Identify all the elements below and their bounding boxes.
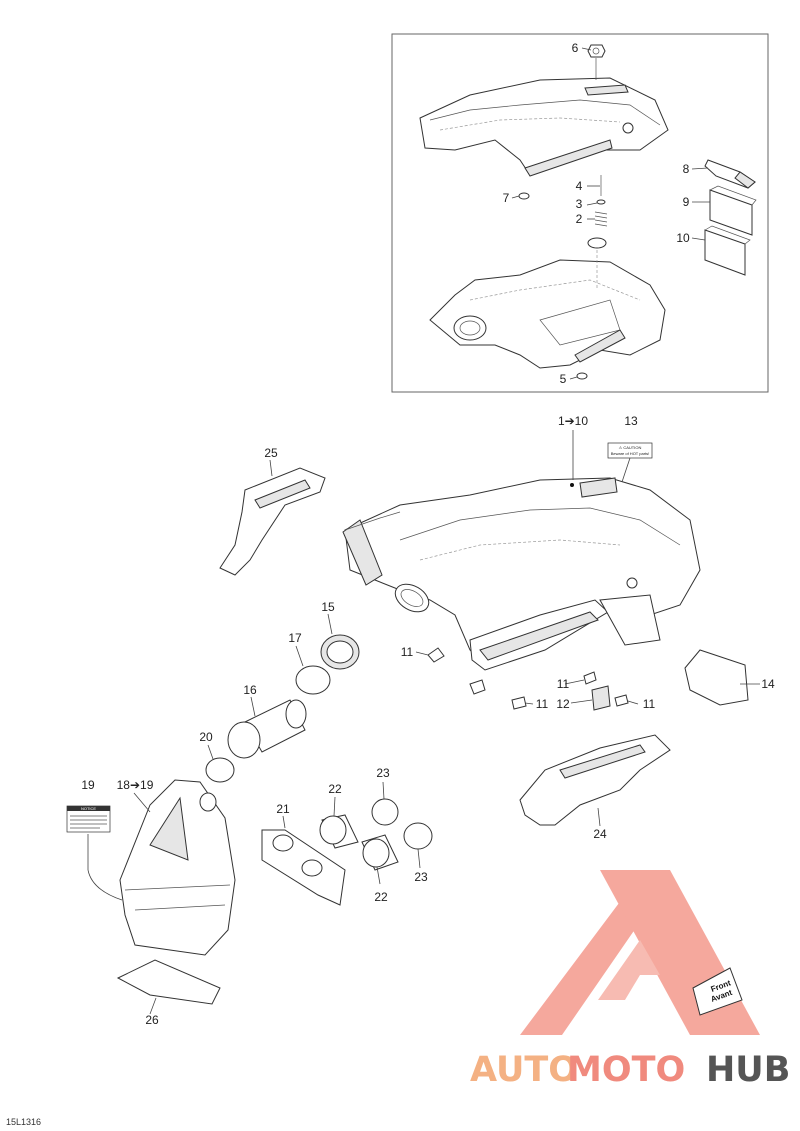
clamp-17 [295, 665, 331, 695]
callout-8: 8 [683, 162, 690, 176]
callout-23b: 23 [414, 870, 428, 884]
front-badge: Front Avant [692, 967, 743, 1016]
callout-11a: 11 [401, 645, 414, 659]
callout-4: 4 [576, 179, 583, 193]
callout-17: 17 [288, 631, 302, 645]
bracket-21 [261, 829, 346, 906]
callout-26: 26 [145, 1013, 159, 1027]
caution-label-body: Beware of HOT parts! [611, 451, 650, 456]
callout-3: 3 [576, 197, 583, 211]
watermark-logo [520, 870, 760, 1035]
watermark-text: AUTO MOTO HUB [470, 1050, 790, 1090]
intake-duct-25 [219, 467, 326, 576]
watermark-auto: AUTO [470, 1050, 578, 1090]
callouts: 6 7 4 3 2 5 8 9 10 1➔10 13 25 15 17 11 1… [81, 41, 775, 1027]
sleeves-22 [319, 814, 399, 871]
watermark-hub: HUB [706, 1050, 790, 1090]
watermark-moto: MOTO [567, 1050, 685, 1090]
caution-label: ⚠ CAUTION Beware of HOT parts! [607, 442, 653, 459]
diagram-code: 15L1316 [6, 1117, 41, 1127]
callout-11b: 11 [557, 677, 570, 691]
ring-15 [320, 634, 360, 670]
callout-1-10: 1➔10 [558, 414, 588, 428]
inset-box [391, 33, 769, 393]
leader-lines [87, 47, 760, 1015]
notice-label-title: NOTICE [81, 806, 96, 811]
airbox-cover-upper [419, 77, 669, 177]
plate-26 [116, 959, 221, 1005]
callout-21: 21 [276, 802, 290, 816]
callout-6: 6 [572, 41, 579, 55]
callout-24: 24 [593, 827, 607, 841]
callout-14: 14 [761, 677, 775, 691]
duct-24 [519, 734, 671, 826]
deflector-14 [684, 649, 749, 706]
callout-11c: 11 [536, 697, 549, 711]
adapter-16 [227, 699, 307, 759]
clips [427, 647, 629, 711]
callout-19: 19 [81, 778, 95, 792]
callout-15: 15 [321, 600, 335, 614]
airbox-lower [429, 259, 666, 369]
callout-20: 20 [199, 730, 213, 744]
callout-5: 5 [560, 372, 567, 386]
callout-2: 2 [576, 212, 583, 226]
air-silencer-18 [119, 779, 236, 956]
callout-7: 7 [503, 191, 510, 205]
o-ring-20 [205, 757, 235, 783]
caution-label-title: ⚠ CAUTION [619, 445, 642, 450]
callout-12: 12 [556, 697, 570, 711]
callout-22b: 22 [374, 890, 388, 904]
callout-11d: 11 [643, 697, 656, 711]
callout-9: 9 [683, 195, 690, 209]
callout-25: 25 [264, 446, 278, 460]
clamp-23a [371, 798, 399, 826]
callout-23a: 23 [376, 766, 390, 780]
hardware-parts [518, 44, 608, 380]
callout-18-19: 18➔19 [117, 778, 154, 792]
callout-10: 10 [676, 231, 690, 245]
callout-13: 13 [624, 414, 638, 428]
callout-22a: 22 [328, 782, 342, 796]
filters [704, 159, 757, 276]
airbox-assembly [342, 477, 701, 671]
clamp-23b [403, 822, 433, 850]
notice-label: NOTICE [66, 805, 111, 833]
callout-16: 16 [243, 683, 257, 697]
